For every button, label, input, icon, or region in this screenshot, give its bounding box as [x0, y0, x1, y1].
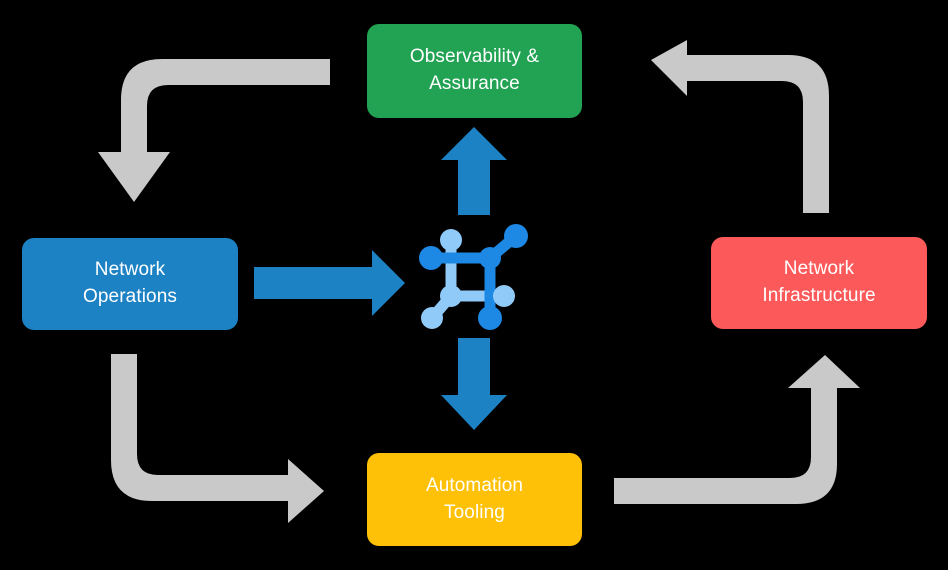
- arrow-operations-to-automation: [111, 354, 324, 523]
- topology-nodes-primary: [419, 224, 528, 330]
- arrow-infrastructure-to-observability: [651, 40, 829, 213]
- arrow-observability-to-operations: [98, 59, 330, 202]
- node-observability-assurance[interactable]: Observability & Assurance: [367, 24, 582, 118]
- arrow-operations-to-center: [254, 250, 405, 316]
- arrow-center-to-observability: [441, 127, 507, 215]
- arrow-automation-to-infrastructure: [614, 355, 860, 504]
- arrow-center-to-automation: [441, 338, 507, 430]
- network-topology-icon: [419, 224, 528, 330]
- node-automation-tooling-label: Automation Tooling: [425, 474, 524, 523]
- node-network-operations-label: Network Operations: [83, 259, 177, 307]
- node-network-infrastructure[interactable]: Network Infrastructure: [711, 237, 927, 329]
- topology-nodes-secondary: [421, 229, 515, 329]
- node-automation-tooling[interactable]: Automation Tooling: [367, 453, 582, 546]
- node-network-infrastructure-label: Network Infrastructure: [762, 258, 876, 306]
- node-network-operations[interactable]: Network Operations: [22, 238, 238, 330]
- node-observability-label: Observability & Assurance: [409, 46, 540, 94]
